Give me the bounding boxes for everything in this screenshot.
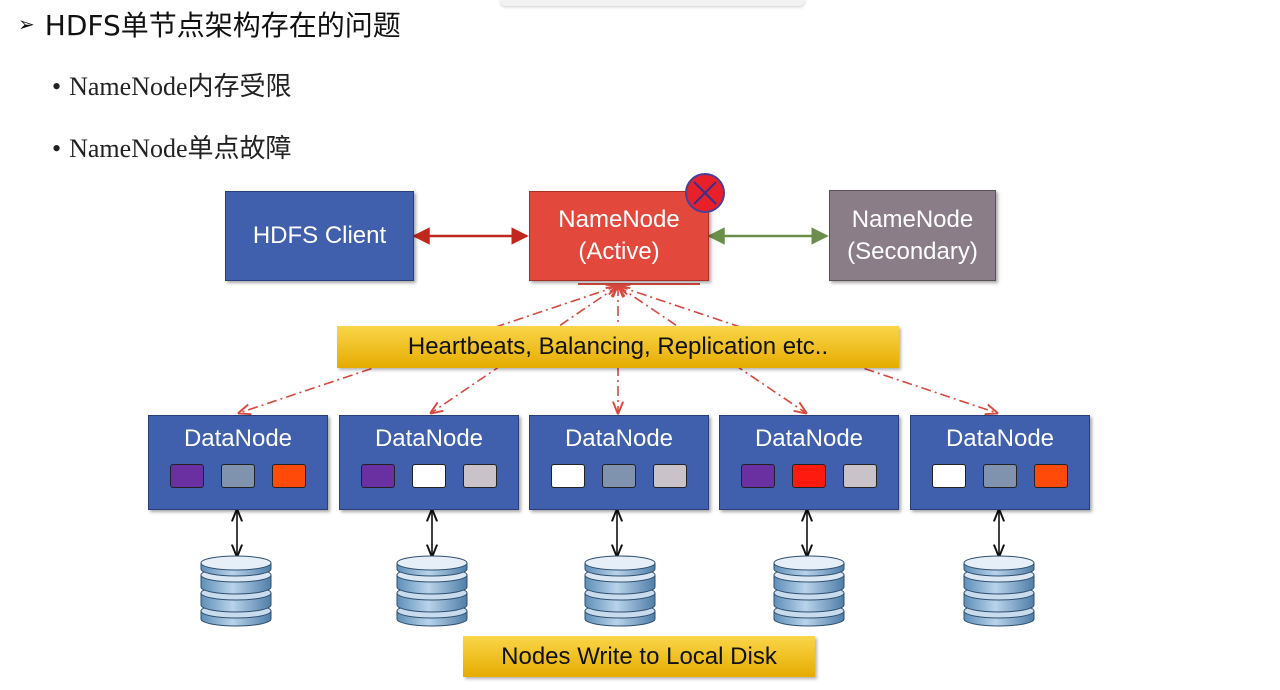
data-block (843, 464, 877, 488)
heartbeat-line-5 (618, 286, 997, 413)
data-block (932, 464, 966, 488)
datanode-4: DataNode (719, 415, 899, 510)
database-disk-icon (584, 555, 656, 627)
datanode-blocks (530, 464, 708, 488)
data-block (792, 464, 826, 488)
datanode-2: DataNode (339, 415, 519, 510)
datanode-blocks (911, 464, 1089, 488)
data-block (221, 464, 255, 488)
hdfs-client-box: HDFS Client (225, 191, 414, 281)
bullet-single-point-failure: NameNode单点故障 (52, 128, 291, 165)
datanode-label: DataNode (754, 425, 864, 452)
data-block (551, 464, 585, 488)
datanode-blocks (720, 464, 898, 488)
arrow-bullet-icon: ➢ (18, 12, 35, 36)
namenode-active-title: NameNode (558, 206, 680, 233)
local-disk-banner: Nodes Write to Local Disk (463, 636, 815, 677)
page-title: HDFS单节点架构存在的问题 (44, 9, 401, 42)
data-block (602, 464, 636, 488)
namenode-secondary-title: NameNode (851, 205, 974, 233)
database-disk-icon (396, 555, 468, 627)
datanode-label: DataNode (564, 425, 674, 452)
heartbeat-line-2 (431, 286, 618, 413)
failure-x-icon (685, 173, 725, 213)
data-block (170, 464, 204, 488)
local-disk-banner-text: Nodes Write to Local Disk (501, 642, 777, 670)
namenode-secondary-box: NameNode (Secondary) (829, 190, 996, 281)
data-block (741, 464, 775, 488)
database-disk-icon (200, 555, 272, 627)
namenode-active-role: (Active) (578, 238, 660, 265)
page-heading: ➢ HDFS单节点架构存在的问题 (18, 4, 401, 44)
data-block (361, 464, 395, 488)
database-disk-icon (963, 555, 1035, 627)
data-block (463, 464, 497, 488)
top-toolbar-tab (500, 0, 805, 6)
data-block (983, 464, 1017, 488)
heartbeat-banner: Heartbeats, Balancing, Replication etc.. (337, 326, 899, 368)
datanode-label: DataNode (374, 425, 484, 452)
namenode-secondary-role: (Secondary) (847, 237, 978, 265)
data-block (653, 464, 687, 488)
datanode-3: DataNode (529, 415, 709, 510)
hdfs-client-label: HDFS Client (252, 222, 387, 249)
datanode-label: DataNode (945, 425, 1055, 452)
heartbeat-banner-text: Heartbeats, Balancing, Replication etc.. (407, 333, 829, 360)
datanode-label: DataNode (183, 425, 293, 452)
data-block (1034, 464, 1068, 488)
data-block (272, 464, 306, 488)
datanode-blocks (149, 464, 327, 488)
datanode-5: DataNode (910, 415, 1090, 510)
bullet-memory-limit: NameNode内存受限 (52, 66, 291, 103)
database-disk-icon (773, 555, 845, 627)
data-block (412, 464, 446, 488)
datanode-1: DataNode (148, 415, 328, 510)
datanode-blocks (340, 464, 518, 488)
namenode-active-box: NameNode (Active) (529, 191, 709, 281)
disk-links (237, 510, 999, 556)
